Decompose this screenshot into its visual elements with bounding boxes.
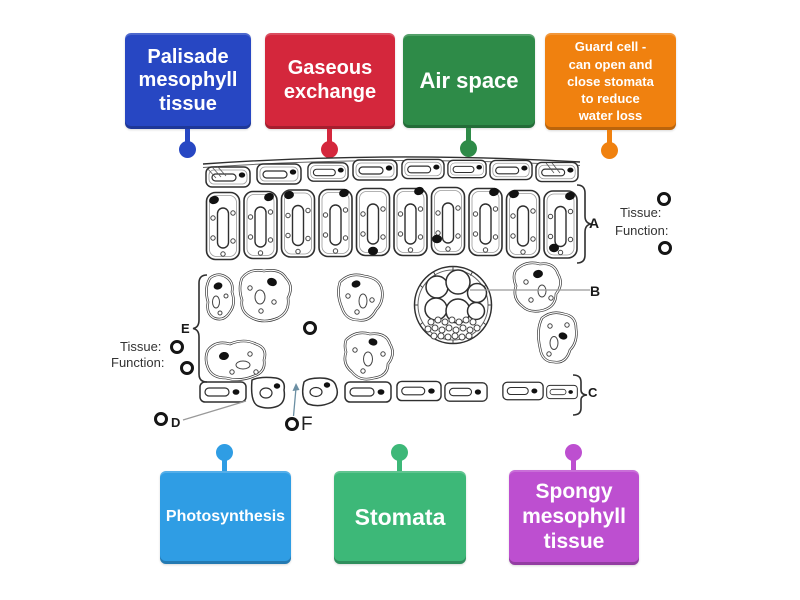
prompt-tissue-left: Tissue: <box>120 339 162 354</box>
prompt-function-right: Function: <box>615 223 669 238</box>
pin-stem <box>185 129 190 143</box>
pin-dot[interactable] <box>179 141 196 158</box>
pin-dot[interactable] <box>216 444 233 461</box>
card-air-space[interactable]: Air space <box>403 34 535 128</box>
pin-stem <box>397 459 402 473</box>
card-label: Palisade mesophyll tissue <box>138 45 238 115</box>
pin-stem <box>327 129 332 143</box>
leaf-cross-section-diagram <box>182 156 592 421</box>
pin-stem <box>607 130 612 144</box>
card-stomata[interactable]: Stomata <box>334 471 466 564</box>
card-label: Spongy mesophyll tissue <box>522 480 626 553</box>
diagram-letter-a: A <box>589 215 600 231</box>
pin-stem <box>466 128 471 142</box>
answer-marker-d[interactable] <box>154 412 168 426</box>
pin-dot[interactable] <box>601 142 618 159</box>
answer-marker-function-a[interactable] <box>658 241 672 255</box>
answer-marker-function-e[interactable] <box>180 361 194 375</box>
answer-marker-tissue-e[interactable] <box>170 340 184 354</box>
card-label: Stomata <box>354 503 446 530</box>
answer-marker-tissue-a[interactable] <box>657 192 671 206</box>
pin-dot[interactable] <box>391 444 408 461</box>
diagram-letter-b: B <box>590 283 601 299</box>
pin-dot[interactable] <box>321 141 338 158</box>
pin-stem <box>222 459 227 473</box>
card-spongy-mesophyll-tissue[interactable]: Spongy mesophyll tissue <box>509 470 639 565</box>
diagram-letter-d: D <box>171 415 181 430</box>
card-label: Gaseous exchange <box>283 57 377 103</box>
diagram-letter-c: C <box>588 385 598 400</box>
diagram-letter-f: F <box>301 414 313 435</box>
pin-dot[interactable] <box>565 444 582 461</box>
card-palisade-mesophyll-tissue[interactable]: Palisade mesophyll tissue <box>125 33 251 129</box>
pin-dot[interactable] <box>460 140 477 157</box>
diagram-letter-e: E <box>181 321 190 336</box>
card-label: Photosynthesis <box>165 508 286 526</box>
card-gaseous-exchange[interactable]: Gaseous exchange <box>265 33 395 129</box>
card-guard-cell[interactable]: Guard cell - can open and close stomata … <box>545 33 676 130</box>
pin-stem <box>571 459 576 473</box>
card-label: Guard cell - can open and close stomata … <box>567 39 654 124</box>
prompt-function-left: Function: <box>111 355 165 370</box>
card-label: Air space <box>419 68 519 94</box>
answer-marker-air-space[interactable] <box>303 321 317 335</box>
answer-marker-f[interactable] <box>285 417 299 431</box>
card-photosynthesis[interactable]: Photosynthesis <box>160 471 291 564</box>
prompt-tissue-right: Tissue: <box>620 205 662 220</box>
